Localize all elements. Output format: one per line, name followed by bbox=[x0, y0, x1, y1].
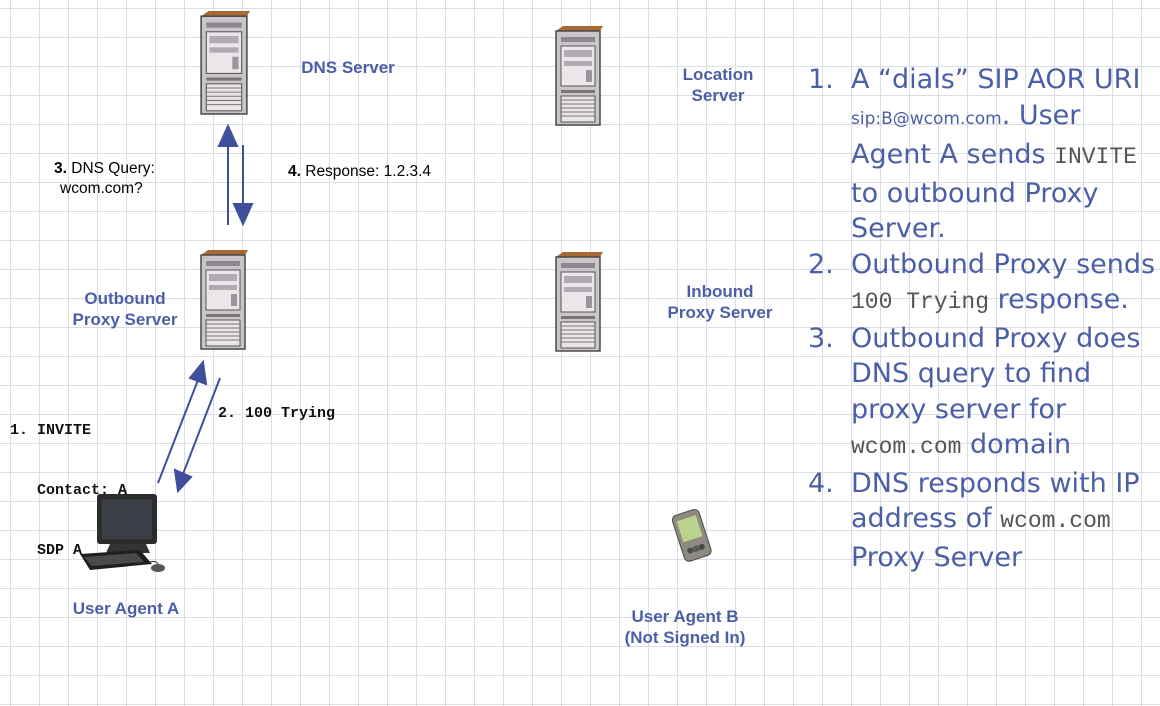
trying-message: 2. 100 Trying bbox=[218, 405, 336, 422]
user-agent-b-label: User Agent B (Not Signed In) bbox=[610, 606, 760, 648]
dns-server-label: DNS Server bbox=[301, 58, 395, 77]
dns-query-message: 3. DNS Query: wcom.com? bbox=[54, 159, 155, 199]
step-text: . User Agent A sends bbox=[851, 99, 1081, 171]
invite-message: 1. INVITE Contact: A SDP A bbox=[10, 381, 127, 581]
outbound-proxy-label: Outbound Proxy Server bbox=[50, 288, 200, 330]
step-text: Proxy Server bbox=[851, 541, 1023, 573]
step-code: INVITE bbox=[1054, 144, 1137, 170]
location-server-label-line2: Server bbox=[691, 86, 745, 105]
step-text: to outbound Proxy Server. bbox=[851, 177, 1099, 245]
inbound-proxy-label-line1: Inbound bbox=[686, 282, 754, 301]
step-text: DNS responds with IP address of bbox=[851, 467, 1140, 535]
invite-line2: Contact: A bbox=[10, 482, 128, 499]
step-item: 4. DNS responds with IP address of wcom.… bbox=[808, 466, 1158, 576]
step-code: wcom.com bbox=[851, 434, 962, 460]
dns-query-step-number: 3. bbox=[54, 160, 67, 177]
inbound-proxy-label-line2: Proxy Server bbox=[667, 303, 773, 322]
location-server-label: Location Server bbox=[648, 64, 788, 106]
step-number: 3. bbox=[808, 322, 834, 354]
step-text: response. bbox=[989, 284, 1129, 315]
location-server-label-line1: Location bbox=[682, 65, 754, 84]
pda-icon bbox=[671, 509, 712, 562]
step-text: Outbound Proxy sends bbox=[851, 248, 1156, 280]
outbound-proxy-label-line2: Proxy Server bbox=[72, 310, 178, 329]
step-item: 2. Outbound Proxy sends 100 Trying respo… bbox=[808, 247, 1158, 321]
user-agent-b-label-line2: (Not Signed In) bbox=[624, 628, 746, 647]
trying-arrow bbox=[182, 377, 221, 475]
step-number: 2. bbox=[808, 248, 834, 280]
user-agent-a-label: User Agent A bbox=[72, 599, 180, 618]
step-text: domain bbox=[961, 429, 1072, 460]
step-code: wcom.com bbox=[1000, 508, 1111, 534]
step-code: 100 Trying bbox=[851, 289, 990, 315]
outbound-proxy-label-line1: Outbound bbox=[84, 289, 166, 308]
inbound-proxy-label: Inbound Proxy Server bbox=[650, 281, 790, 323]
step-item: 3. Outbound Proxy does DNS query to find… bbox=[808, 321, 1158, 466]
step-list: 1. A “dials” SIP AOR URI sip:B@wcom.com.… bbox=[808, 62, 1158, 575]
dns-query-domain: wcom.com? bbox=[60, 180, 143, 197]
step-uri: sip:B@wcom.com bbox=[851, 108, 1002, 129]
step-item: 1. A “dials” SIP AOR URI sip:B@wcom.com.… bbox=[808, 62, 1158, 247]
dns-response-step-number: 4. bbox=[288, 163, 301, 180]
step-text: Outbound Proxy does DNS query to find pr… bbox=[851, 322, 1141, 425]
user-agent-b-label-line1: User Agent B bbox=[631, 607, 739, 626]
desktop-computer-icon bbox=[80, 494, 165, 572]
invite-line3: SDP A bbox=[10, 542, 83, 559]
dns-response-message: 4. Response: 1.2.3.4 bbox=[288, 162, 431, 182]
dns-response-text: Response: 1.2.3.4 bbox=[300, 163, 432, 180]
step-number: 4. bbox=[808, 467, 834, 499]
step-text: A “dials” SIP AOR URI bbox=[851, 64, 1141, 95]
invite-line1: 1. INVITE bbox=[10, 422, 92, 439]
step-number: 1. bbox=[808, 64, 834, 95]
invite-arrow bbox=[157, 379, 199, 484]
dns-query-text: DNS Query: bbox=[66, 160, 155, 177]
